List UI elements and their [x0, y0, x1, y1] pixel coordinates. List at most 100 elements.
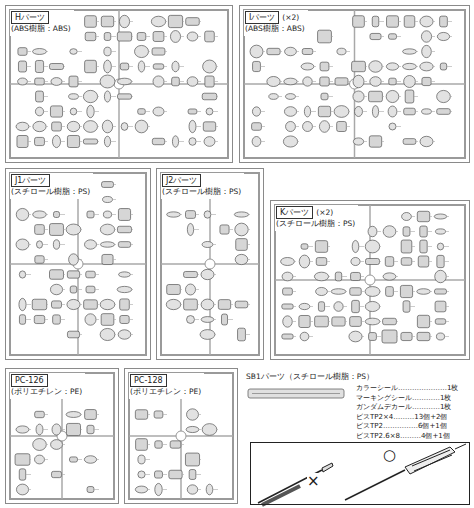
part-shape	[83, 139, 97, 144]
sprue-line	[63, 111, 65, 112]
sprue-line	[261, 111, 265, 112]
part-shape	[10, 373, 114, 499]
sprue-line	[360, 276, 364, 277]
part-shape	[202, 241, 213, 247]
part-shape	[84, 240, 96, 249]
part-shape	[52, 122, 62, 131]
part-shape	[351, 272, 361, 280]
sprue-line	[163, 414, 167, 415]
sprue-line	[60, 244, 65, 245]
sprue-line	[397, 336, 398, 337]
part-shape	[301, 244, 308, 249]
part-shape	[400, 285, 412, 297]
material: (スチロール樹脂：PS)	[11, 187, 90, 197]
sprue-line	[413, 291, 415, 292]
part-shape	[17, 136, 28, 148]
sprue-line	[412, 246, 415, 247]
runner-name: Hパーツ	[11, 11, 49, 24]
sprue-line	[278, 96, 282, 97]
part-shape	[201, 269, 214, 279]
sprue-line	[314, 66, 316, 67]
sprue-line	[433, 141, 435, 142]
sprue-line	[217, 429, 218, 430]
sprue-line	[179, 141, 184, 142]
sprue-line	[61, 429, 65, 430]
part-shape	[315, 241, 327, 253]
part-shape	[70, 108, 77, 115]
part-shape	[303, 77, 312, 86]
part-shape	[70, 49, 77, 55]
sprue-line	[430, 216, 432, 217]
sprue-line	[162, 444, 167, 445]
sprue-line	[359, 306, 364, 307]
part-shape	[204, 211, 211, 218]
part-shape	[372, 16, 378, 27]
part-shape	[385, 257, 393, 267]
part-shape	[185, 284, 195, 295]
part-shape	[437, 243, 443, 250]
part-shape	[402, 213, 412, 221]
part-shape	[404, 108, 416, 115]
sprue-line	[260, 66, 265, 67]
sprue-line	[294, 261, 296, 262]
part-shape	[244, 10, 465, 158]
sprue-line	[397, 36, 401, 37]
sprue-line	[196, 289, 199, 290]
sprue-line	[412, 261, 415, 262]
sprue-line	[345, 321, 347, 322]
runner-heading: J2パーツ(スチロール樹脂：PS)	[161, 173, 244, 199]
sprue-line	[312, 81, 316, 82]
part-shape	[66, 224, 81, 235]
sprue-line	[96, 36, 99, 37]
sprue-line	[97, 126, 99, 127]
sprue-line	[94, 214, 99, 215]
sprue-line	[293, 276, 296, 277]
sprue-line	[431, 51, 435, 52]
part-shape	[104, 60, 112, 73]
part-shape	[100, 328, 115, 340]
runner-panel: Iパーツ(×2)(ABS樹脂：ABS)	[239, 5, 470, 163]
part-shape	[35, 225, 45, 235]
runner-panel: J1パーツ(スチロール樹脂：PS)	[5, 168, 151, 360]
sprue-line	[81, 429, 82, 430]
part-shape	[153, 107, 164, 116]
part-shape	[437, 32, 449, 40]
sprue-line	[60, 319, 65, 320]
sprue-line	[26, 304, 31, 305]
sprue-line	[198, 36, 201, 37]
sprue-line	[382, 141, 384, 142]
part-shape	[314, 272, 328, 281]
sprue-line	[148, 126, 150, 127]
part-shape	[52, 135, 60, 147]
sprue-line	[399, 96, 401, 97]
runner-heading: PC-128(ポリエチレン：PE)	[129, 373, 204, 399]
part-shape	[138, 61, 144, 72]
part-shape	[101, 16, 113, 27]
sprue-line	[211, 214, 216, 215]
part-shape	[352, 300, 360, 312]
part-shape	[235, 301, 248, 308]
sprue-line	[433, 66, 435, 67]
part-shape	[169, 470, 182, 479]
part-shape	[252, 137, 261, 147]
part-shape	[67, 135, 79, 147]
sprue-line	[113, 184, 116, 185]
sprue-line	[215, 334, 216, 335]
part-shape	[19, 271, 25, 278]
part-shape	[403, 63, 417, 69]
part-shape	[350, 288, 361, 296]
part-shape	[118, 242, 130, 248]
sprue-line	[166, 21, 167, 22]
sprue-line	[115, 81, 116, 82]
sprue-line	[162, 474, 167, 475]
sprue-line	[114, 319, 116, 320]
part-shape	[299, 255, 309, 268]
sprue-line	[377, 231, 381, 232]
part-shape	[102, 182, 114, 188]
sprue-line	[213, 111, 218, 112]
sprue-line	[112, 199, 116, 200]
sprue-line	[94, 429, 99, 430]
sprue-line	[379, 111, 384, 112]
part-shape	[36, 424, 43, 435]
heading-row: PC-128	[130, 374, 201, 387]
